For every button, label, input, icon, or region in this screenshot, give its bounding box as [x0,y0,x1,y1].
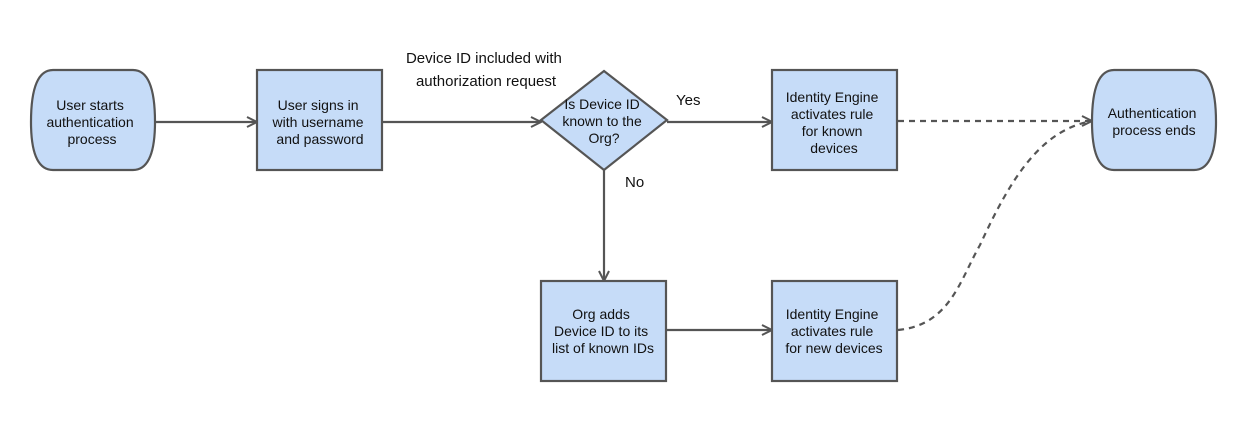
edge-labels: Device ID included with authorization re… [406,50,701,191]
decision-label-line: known to the [562,113,642,129]
known-devices-rule-process [770,68,899,172]
new-rule-label: Identity Engine activates rule for new d… [785,306,882,356]
start-label-line: process [67,131,116,147]
end-label-line: process ends [1112,122,1195,138]
sign-in-label: User signs in with username and password [272,97,368,147]
edge-newrule-to-end-dashed [897,119,1093,332]
end-label: Authentication process ends [1108,105,1201,138]
decision-label-line: Is Device ID [564,96,639,112]
known-rule-label-line: Identity Engine [786,89,879,105]
start-terminator [29,68,157,172]
org-adds-label: Org adds Device ID to its list of known … [552,306,654,356]
sign-in-label-line: and password [276,131,363,147]
new-rule-label-line: for new devices [785,340,882,356]
org-adds-device-process [539,279,668,383]
no-label: No [625,174,644,191]
yes-label: Yes [676,92,700,109]
start-label-line: User starts [56,97,124,113]
known-rule-label-line: activates rule [791,106,874,122]
sign-in-process [255,68,384,172]
decision-label-line: Org? [588,130,619,146]
sign-in-label-line: with username [272,114,364,130]
decision-label: Is Device ID known to the Org? [562,96,645,146]
device-id-note-line: Device ID included with [406,50,562,67]
known-rule-label-line: for known [802,123,863,139]
org-adds-label-line: Device ID to its [554,323,648,339]
edges [155,121,1092,330]
node-labels: User starts authentication process User … [46,89,1201,356]
sign-in-label-line: User signs in [278,97,359,113]
device-id-note-line: authorization request [416,73,557,90]
known-rule-label: Identity Engine activates rule for known… [786,89,883,156]
nodes [29,68,1218,383]
device-id-decision [539,69,669,172]
new-rule-label-line: Identity Engine [786,306,879,322]
start-label: User starts authentication process [46,97,137,147]
end-label-line: Authentication [1108,105,1197,121]
new-devices-rule-process [770,279,899,383]
end-terminator [1090,68,1218,172]
start-label-line: authentication [46,114,133,130]
device-id-note: Device ID included with authorization re… [406,50,566,90]
new-rule-label-line: activates rule [791,323,874,339]
org-adds-label-line: list of known IDs [552,340,654,356]
known-rule-label-line: devices [810,140,857,156]
org-adds-label-line: Org adds [572,306,630,322]
